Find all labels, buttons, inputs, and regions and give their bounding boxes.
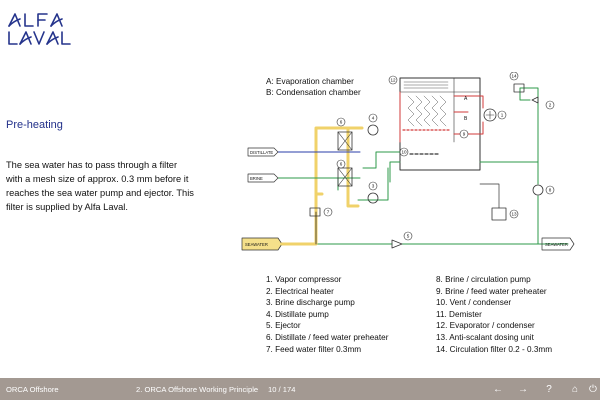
seawater-line: [312, 87, 569, 245]
dosing-unit: [491, 207, 507, 221]
callout-1: 1: [501, 113, 504, 118]
brine-preheater: [337, 167, 353, 187]
legend-item-a: A: Evaporation chamber: [266, 77, 354, 86]
callout-5: 5: [407, 234, 410, 239]
callout-6a: 6: [340, 120, 343, 125]
list-item: 8. Brine / circulation pump: [436, 275, 531, 284]
callout-9: 9: [463, 132, 466, 137]
footer-chapter: 2. ORCA Offshore Working Principle: [136, 385, 259, 394]
exit-icon[interactable]: ⏻: [589, 383, 597, 395]
callout-10: 10: [401, 150, 407, 155]
vapor-compressor: [483, 108, 497, 122]
list-item: 3. Brine discharge pump: [266, 298, 355, 308]
page-counter: 10 / 174: [268, 385, 296, 394]
process-diagram: 12 14 1 2 4 6 6 3 10 8 13 7 5 9 A B DIST…: [241, 72, 575, 251]
description-text: The sea water has to pass through a filt…: [6, 160, 194, 212]
alfa-laval-logo: [8, 13, 71, 45]
back-arrow-icon[interactable]: ←: [493, 383, 503, 395]
distillate-pump: [367, 124, 379, 136]
page-title: Pre-heating: [6, 119, 63, 131]
callout-6b: 6: [340, 162, 343, 167]
distillate-label: DISTILLATE: [250, 150, 273, 155]
seawater-in-tag: [241, 237, 283, 251]
list-item: 13. Anti-scalant dosing unit: [436, 332, 534, 342]
list-item: 4. Distillate pump: [266, 309, 329, 319]
callout-8: 8: [549, 188, 552, 193]
callout-14: 14: [511, 74, 517, 79]
seawater-out-tag: [541, 237, 575, 251]
parts-list-right: 8. Brine / circulation pump 9. Brine / f…: [436, 274, 552, 355]
forward-arrow-icon[interactable]: →: [518, 383, 528, 395]
distillate-preheater: [337, 131, 353, 151]
list-item: 14. Circulation filter 0.2 - 0.3mm: [436, 344, 553, 354]
seawater-out-label: SEAWATER: [545, 242, 568, 247]
callout-2: 2: [549, 103, 552, 108]
circulation-filter: [513, 83, 525, 93]
list-item: 10. Vent / condenser: [436, 298, 512, 308]
callout-7: 7: [327, 210, 330, 215]
list-item: 5. Ejector: [266, 321, 301, 331]
brine-tag: [247, 173, 279, 183]
parts-list-left: 1. Vapor compressor 2. Electrical heater…: [266, 274, 388, 355]
list-item: 1. Vapor compressor: [266, 275, 342, 284]
brine-discharge-pump: [367, 192, 379, 204]
footer-bar: ORCA Offshore 2. ORCA Offshore Working P…: [0, 378, 600, 400]
callout-4: 4: [372, 116, 375, 121]
brine-label: BRINE: [250, 176, 263, 181]
circulation-pump: [532, 184, 544, 196]
list-item: 9. Brine / feed water preheater: [436, 286, 547, 296]
callout-13: 13: [511, 212, 517, 217]
home-icon[interactable]: ⌂: [571, 383, 579, 395]
legend-item-b: B: Condensation chamber: [266, 88, 361, 97]
chamber-a-label: A: [464, 96, 468, 102]
evaporator-tubes: [403, 81, 449, 127]
help-icon[interactable]: ?: [546, 383, 552, 395]
callout-3: 3: [372, 184, 375, 189]
list-item: 2. Electrical heater: [266, 286, 334, 296]
list-item: 12. Evaporator / condenser: [436, 321, 535, 331]
list-item: 7. Feed water filter 0.3mm: [266, 344, 362, 354]
distillate-tag: [247, 147, 279, 157]
footer-product: ORCA Offshore: [6, 385, 59, 394]
vapor-circuit: [453, 95, 484, 135]
seawater-in-label: SEAWATER: [245, 242, 268, 247]
callout-12: 12: [390, 78, 396, 83]
chamber-legend: A: Evaporation chamber B: Condensation c…: [266, 76, 361, 98]
preheat-line: [311, 126, 364, 246]
list-item: 11. Demister: [436, 309, 482, 319]
chamber-b-label: B: [464, 116, 468, 122]
feed-water-filter: [309, 207, 321, 217]
list-item: 6. Distillate / feed water preheater: [266, 332, 389, 342]
